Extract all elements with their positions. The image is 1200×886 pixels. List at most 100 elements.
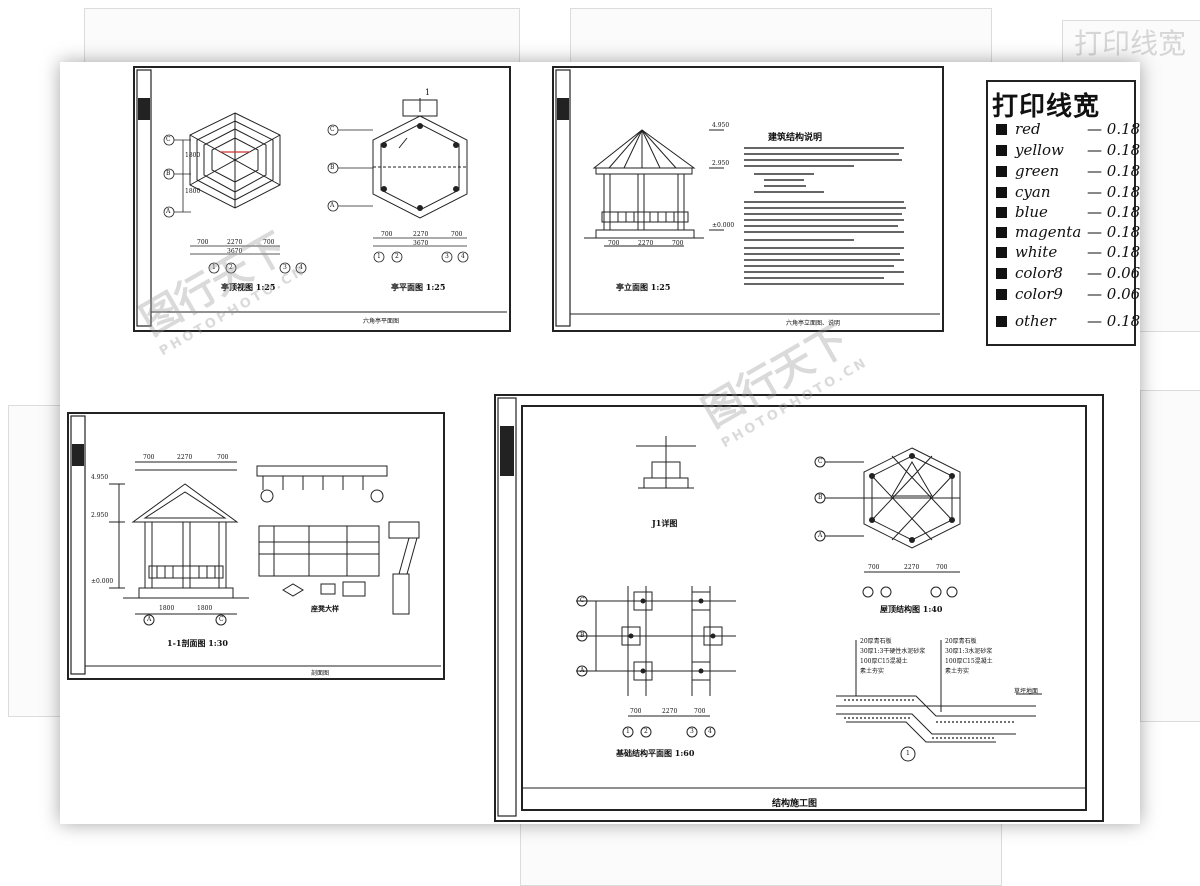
caption-elevation: 亭立面图 1:25: [616, 282, 671, 292]
sheet-structure-drawing: [497, 397, 1087, 817]
legend-row: red— 0.18: [996, 120, 1140, 138]
legend-value: — 0.06: [1087, 264, 1141, 282]
grid-label-4: 4: [299, 264, 303, 271]
caption-plan-view: 亭平面图 1:25: [391, 282, 446, 292]
dim-center: 2270: [227, 239, 243, 246]
plan-grid-label-3: 3: [445, 253, 449, 260]
caption-section: 1-1剖面图 1:30: [167, 638, 228, 648]
legend-value: — 0.18: [1087, 120, 1141, 138]
title-block-elevation: 六角亭立面图、说明: [786, 320, 841, 327]
title-block-structure: 结构施工图: [772, 799, 818, 809]
legend-swatch: [996, 267, 1007, 279]
roof-grid-c: C: [818, 458, 823, 465]
grid-label-a: A: [166, 208, 171, 215]
sec-dim-bottom-left: 1800: [159, 605, 175, 612]
legend-value: — 0.06: [1087, 285, 1141, 303]
detail-number: 1: [906, 750, 910, 757]
plan-grid-label-c: C: [330, 126, 335, 133]
sheet-plan: 1 C B A C B A 1 2 3 4 1 2 3 4 700 2270 7…: [133, 66, 511, 332]
plan-grid-label-1: 1: [377, 253, 381, 260]
sec-dim-bottom-right: 1800: [197, 605, 213, 612]
plan-grid-label-4: 4: [461, 253, 465, 260]
elev-dim-right: 700: [672, 240, 684, 247]
roof-grid-b: B: [818, 494, 823, 501]
legend-row: color8 — 0.06: [996, 264, 1140, 282]
ghost-sheet-bottom: [520, 820, 1002, 886]
plan-dim-center: 2270: [413, 231, 429, 238]
legend-color-name: white: [1015, 243, 1058, 261]
notes-block: [744, 147, 906, 285]
ghost-sheet-top-middle: [570, 8, 992, 70]
sec-elev-mid: 2.950: [91, 512, 109, 519]
elev-dim-center: 2270: [638, 240, 654, 247]
ghost-sheet-right-lower: [1140, 390, 1200, 722]
legend-swatch: [996, 144, 1007, 156]
sheet-elevation-drawing: [555, 69, 940, 327]
plan-grid-label-a: A: [330, 202, 335, 209]
legend-swatch: [996, 186, 1007, 198]
roof-dim-left: 700: [868, 564, 880, 571]
sec-dim-top-center: 2270: [177, 454, 193, 461]
sec-elev-base: ±0.000: [91, 578, 114, 585]
caption-roof-structure: 屋顶结构图 1:40: [880, 604, 943, 614]
callout-left-3: 100厚C15混凝土: [860, 658, 908, 665]
legend-color-name: other: [1015, 312, 1056, 330]
legend-color-name: color9: [1015, 285, 1063, 303]
plan-grid-label-2: 2: [395, 253, 399, 260]
found-grid-3: 3: [690, 728, 694, 735]
sec-elev-top: 4.950: [91, 474, 109, 481]
legend-value: — 0.18: [1087, 203, 1141, 221]
legend-row: white — 0.18: [996, 243, 1140, 261]
callout-right-2: 30厚1:3水泥砂浆: [945, 648, 993, 655]
dim-right: 700: [263, 239, 275, 246]
sec-dim-top-right: 700: [217, 454, 229, 461]
found-dim-left: 700: [630, 708, 642, 715]
dim-total: 3670: [227, 248, 243, 255]
roof-grid-a: A: [818, 532, 823, 539]
grid-label-b: B: [166, 170, 171, 177]
legend-value: — 0.18: [1087, 223, 1141, 241]
title-block-plan: 六角亭平面图: [363, 318, 400, 325]
legend-row: other— 0.18: [996, 312, 1140, 330]
elev-top: 4.950: [712, 122, 730, 129]
callout-left-2: 30厚1:3干硬性水泥砂浆: [860, 648, 926, 655]
elev-base: ±0.000: [712, 222, 735, 229]
legend-color-name: yellow: [1015, 141, 1064, 159]
dim-left: 700: [197, 239, 209, 246]
legend-swatch: [996, 288, 1007, 300]
legend-value: — 0.18: [1087, 183, 1141, 201]
legend-color-name: color8: [1015, 264, 1063, 282]
sec-grid-c: C: [219, 616, 224, 623]
caption-roof-view: 亭顶视图 1:25: [221, 282, 276, 292]
sheet-section: 4.950 2.950 ±0.000 700 2270 700 1800 180…: [67, 412, 445, 680]
legend-value: — 0.18: [1087, 141, 1141, 159]
section-mark: 1: [425, 88, 431, 97]
grid-label-2: 2: [229, 264, 233, 271]
found-grid-c: C: [580, 597, 585, 604]
grid-label-3: 3: [283, 264, 287, 271]
plan-dim-right: 700: [451, 231, 463, 238]
legend-color-name: cyan: [1015, 183, 1051, 201]
sec-dim-top-left: 700: [143, 454, 155, 461]
legend-swatch: [996, 315, 1007, 327]
legend-value: — 0.18: [1087, 243, 1141, 261]
sheet-section-drawing: [70, 415, 441, 675]
found-grid-b: B: [580, 632, 585, 639]
legend-row: color9 — 0.06: [996, 285, 1140, 303]
grid-label-1: 1: [212, 264, 216, 271]
callout-right-4: 素土夯实: [945, 668, 970, 675]
plan-dim-left: 700: [381, 231, 393, 238]
legend-color-name: magenta: [1015, 223, 1082, 241]
sheet-structure: J1详图 基础结构平面图 1:60 屋顶结构图 1:40 C B A 1 2 3…: [494, 394, 1104, 822]
ground-note: 草坪地面: [1014, 688, 1039, 695]
caption-bench-detail: 座凳大样: [311, 604, 339, 613]
roof-dim-center: 2270: [904, 564, 920, 571]
caption-foundation-plan: 基础结构平面图 1:60: [616, 748, 695, 758]
callout-right-3: 100厚C15混凝土: [945, 658, 993, 665]
legend-row: green— 0.18: [996, 162, 1140, 180]
sheet-plan-drawing: [136, 69, 507, 327]
callout-right-1: 20厚青石板: [945, 638, 977, 645]
plan-dim-total: 3670: [413, 240, 429, 247]
caption-j1-detail: J1详图: [652, 518, 678, 528]
plan-grid-label-b: B: [330, 164, 335, 171]
